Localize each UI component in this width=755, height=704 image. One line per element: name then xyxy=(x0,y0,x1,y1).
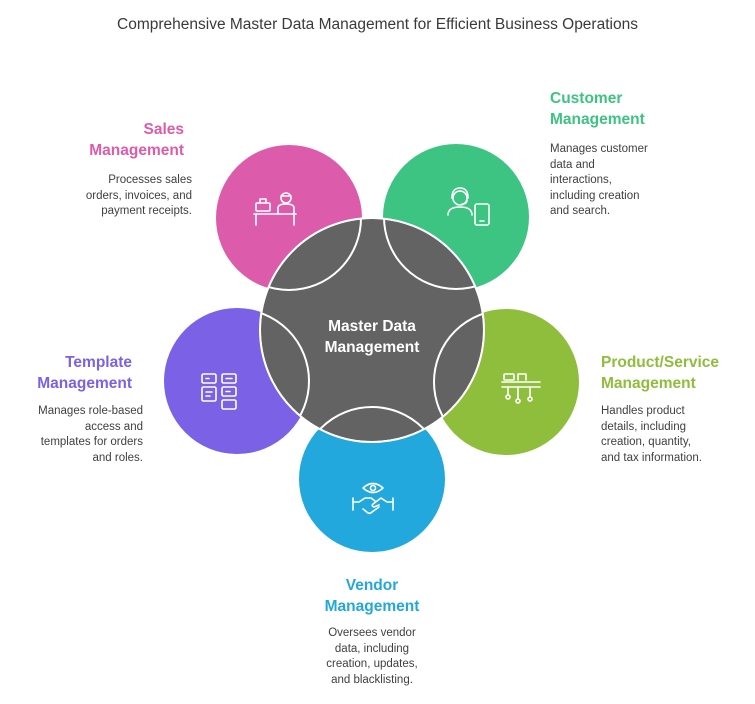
sales-heading: Sales Management xyxy=(20,119,184,161)
sales-description: Processes sales orders, invoices, and pa… xyxy=(20,173,192,220)
template-title-line1: Template xyxy=(65,354,132,371)
handshake-eye-icon xyxy=(352,482,394,515)
vendor-title-line2: Management xyxy=(324,598,420,615)
product-desc-line: creation, quantity, xyxy=(601,436,691,448)
sales-title-line2: Management xyxy=(89,142,184,159)
vendor-desc-line: data, including xyxy=(334,642,410,655)
sales-desc-line: orders, invoices, and xyxy=(85,189,192,202)
product-title-line2: Management xyxy=(601,375,696,392)
customer-support-icon xyxy=(447,187,490,226)
template-title-line2: Management xyxy=(37,375,132,392)
vendor-desc-line: creation, updates, xyxy=(326,658,418,670)
customer-heading: Customer Management xyxy=(550,88,730,130)
sales-desc-line: Processes sales xyxy=(108,174,192,186)
vendor-desc-line: and blacklisting. xyxy=(331,673,413,686)
customer-desc-line: data and xyxy=(550,158,595,171)
customer-description: Manages customer data and interactions, … xyxy=(550,142,710,220)
customer-desc-line: Manages customer xyxy=(550,143,648,155)
sales-title-line1: Sales xyxy=(143,121,184,138)
page-title: Comprehensive Master Data Management for… xyxy=(117,16,638,33)
template-desc-line: access and xyxy=(84,420,143,433)
cashier-icon xyxy=(253,192,297,226)
customer-desc-line: interactions, xyxy=(550,174,613,186)
sales-desc-line: payment receipts. xyxy=(101,205,192,217)
customer-title-line1: Customer xyxy=(550,90,623,107)
product-heading: Product/Service Management xyxy=(601,352,751,394)
customer-desc-line: including creation xyxy=(550,189,640,202)
center-label-line2: Management xyxy=(325,339,420,356)
template-desc-line: and roles. xyxy=(92,451,143,464)
template-description: Manages role-based access and templates … xyxy=(4,404,143,466)
template-heading: Template Management xyxy=(14,352,132,394)
product-description: Handles product details, including creat… xyxy=(601,404,751,466)
product-desc-line: Handles product xyxy=(601,405,685,417)
product-title-line1: Product/Service xyxy=(601,354,720,371)
product-desc-line: and tax information. xyxy=(601,451,703,464)
template-desc-line: Manages role-based xyxy=(38,405,143,417)
product-desc-line: details, including xyxy=(601,420,687,433)
vendor-title-line1: Vendor xyxy=(345,577,399,594)
vendor-heading: Vendor Management xyxy=(282,575,462,617)
vendor-desc-line: Oversees vendor xyxy=(328,627,416,639)
vendor-description: Oversees vendor data, including creation… xyxy=(292,626,452,688)
kitchen-shelf-icon xyxy=(501,373,541,404)
customer-title-line2: Management xyxy=(550,111,645,128)
template-desc-line: templates for orders xyxy=(40,436,143,448)
template-layout-icon xyxy=(201,373,237,410)
center-label-line1: Master Data xyxy=(328,318,416,335)
customer-desc-line: and search. xyxy=(550,205,611,217)
